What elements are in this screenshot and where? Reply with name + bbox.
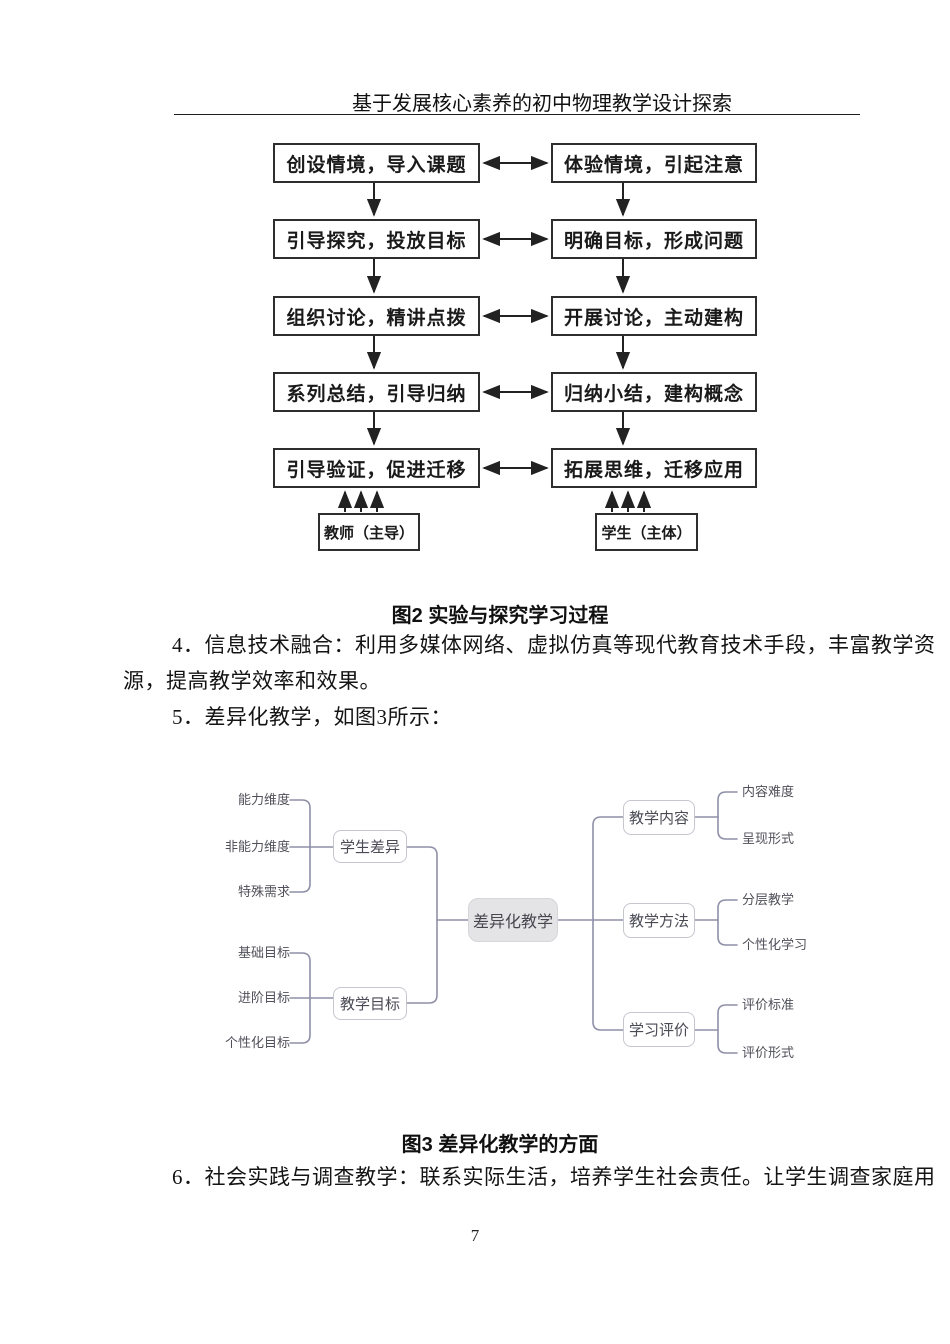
flow-step-student-5: 拓展思维，迁移应用 xyxy=(551,448,757,488)
mindmap-branch-teaching-content: 教学内容 xyxy=(623,800,695,835)
mindmap-leaf-presentation-form: 呈现形式 xyxy=(742,831,795,846)
mindmap-branch-student-differences: 学生差异 xyxy=(333,830,407,863)
paragraph-item6: 6．社会实践与调查教学：联系实际生活，培养学生社会责任。让学生调查家庭用 xyxy=(172,1165,936,1189)
paragraph-item4-line1: 4．信息技术融合：利用多媒体网络、虚拟仿真等现代教育技术手段，丰富教学资 xyxy=(172,633,936,657)
mindmap-leaf-evaluation-form: 评价形式 xyxy=(742,1045,795,1060)
mindmap-leaf-content-difficulty: 内容难度 xyxy=(742,784,795,799)
mindmap-leaf-special-needs: 特殊需求 xyxy=(237,884,290,899)
flow-step-student-3: 开展讨论，主动建构 xyxy=(551,296,757,336)
flow-step-student-4: 归纳小结，建构概念 xyxy=(551,372,757,412)
page-number: 7 xyxy=(470,1226,480,1245)
mindmap-leaf-evaluation-standard: 评价标准 xyxy=(742,997,795,1012)
mindmap-lines xyxy=(289,791,738,1054)
flow-step-student-1: 体验情境，引起注意 xyxy=(551,143,757,183)
figure2-caption: 图2 实验与探究学习过程 xyxy=(391,605,609,627)
mindmap-leaf-layered-teaching: 分层教学 xyxy=(742,892,795,907)
flow-step-teacher-5: 引导验证，促进迁移 xyxy=(273,448,480,488)
mindmap-leaf-advanced-goal: 进阶目标 xyxy=(237,990,290,1005)
running-head-title: 基于发展核心素养的初中物理教学设计探索 xyxy=(352,93,732,115)
flow-role-teacher: 教师（主导） xyxy=(318,513,420,551)
flow-step-teacher-3: 组织讨论，精讲点拨 xyxy=(273,296,480,336)
flow-role-student: 学生（主体） xyxy=(595,513,698,551)
flow-step-teacher-4: 系列总结，引导归纳 xyxy=(273,372,480,412)
mindmap-leaf-nonability-dimension: 非能力维度 xyxy=(224,839,290,854)
mindmap-leaf-ability-dimension: 能力维度 xyxy=(237,792,290,807)
flow-step-student-2: 明确目标，形成问题 xyxy=(551,219,757,259)
mindmap-leaf-personal-goal: 个性化目标 xyxy=(224,1035,290,1050)
flow-step-teacher-2: 引导探究，投放目标 xyxy=(273,219,480,259)
mindmap-branch-teaching-method: 教学方法 xyxy=(623,903,695,938)
mindmap-branch-learning-evaluation: 学习评价 xyxy=(623,1012,695,1047)
flowchart-arrows xyxy=(337,155,652,512)
mindmap-leaf-personalized-learning: 个性化学习 xyxy=(742,937,808,952)
header-rule xyxy=(174,114,860,115)
paragraph-item4-line2: 源，提高教学效率和效果。 xyxy=(123,669,381,693)
mindmap-center-node: 差异化教学 xyxy=(468,898,558,942)
figure3-caption: 图3 差异化教学的方面 xyxy=(401,1134,599,1156)
flow-step-teacher-1: 创设情境，导入课题 xyxy=(273,143,480,183)
mindmap-branch-teaching-goals: 教学目标 xyxy=(333,987,407,1020)
mindmap-leaf-basic-goal: 基础目标 xyxy=(237,945,290,960)
paragraph-item5: 5．差异化教学，如图3所示： xyxy=(172,705,452,729)
